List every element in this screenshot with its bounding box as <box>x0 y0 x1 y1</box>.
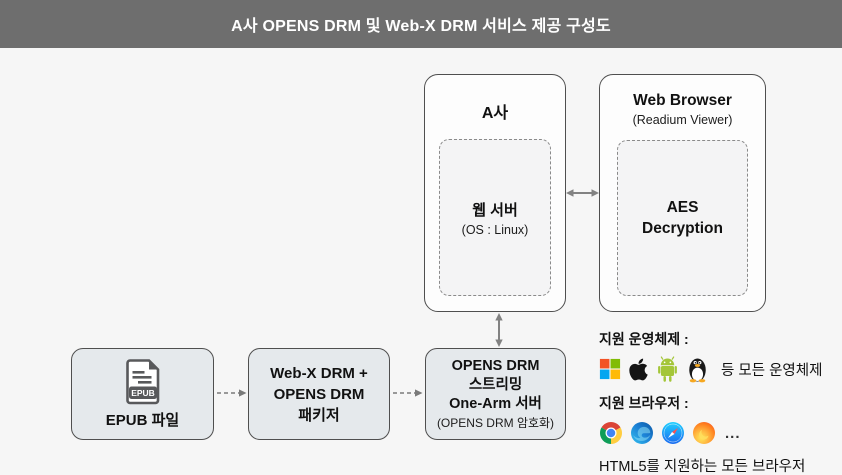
html5-support-text: HTML5를 지원하는 모든 브라우저 <box>599 459 806 475</box>
node-company: A사 웹 서버 (OS : Linux) <box>424 74 566 312</box>
edge-icon <box>631 422 653 444</box>
apple-icon <box>629 358 648 380</box>
aes-line1: AES <box>666 199 699 216</box>
safari-icon <box>662 422 684 444</box>
streaming-line4: (OPENS DRM 암호화) <box>436 415 555 430</box>
arrow-company-streaming <box>495 313 503 347</box>
windows-icon <box>599 358 621 380</box>
web-browser-title: Web Browser <box>633 92 732 109</box>
android-icon <box>658 355 677 382</box>
streaming-line2: 스트리밍 <box>468 376 523 393</box>
arrow-company-browser <box>566 189 599 197</box>
streaming-line3: One-Arm 서버 <box>449 395 542 412</box>
browser-support-label: 지원 브라우저 : <box>599 395 689 411</box>
more-browsers-ellipsis: ... <box>725 424 741 442</box>
epub-badge-label: EPUB <box>131 388 155 398</box>
streaming-line1: OPENS DRM <box>451 357 540 374</box>
browser-icon-row: ... <box>599 419 834 447</box>
arrow-epub-packager <box>217 389 247 397</box>
packager-line3: 패키저 <box>298 406 340 424</box>
web-server-os: (OS : Linux) <box>461 222 529 237</box>
node-aes-decryption: AES Decryption <box>617 140 748 296</box>
packager-line1: Web-X DRM + <box>270 364 368 382</box>
node-packager: Web-X DRM + OPENS DRM 패키저 <box>248 348 390 440</box>
arrow-packager-streaming <box>393 389 423 397</box>
node-epub-file: EPUB EPUB 파일 <box>71 348 214 440</box>
company-title: A사 <box>481 105 509 122</box>
epub-file-label: EPUB 파일 <box>105 411 180 429</box>
linux-tux-icon <box>689 358 706 383</box>
title-bar: A사 OPENS DRM 및 Web-X DRM 서비스 제공 구성도 <box>0 0 842 48</box>
support-info: 지원 운영체제 : <box>599 329 834 475</box>
web-browser-subtitle: (Readium Viewer) <box>632 113 733 127</box>
web-server-title: 웹 서버 <box>472 201 518 219</box>
os-suffix-text: 등 모든 운영체제 <box>721 362 823 379</box>
page-title: A사 OPENS DRM 및 Web-X DRM 서비스 제공 구성도 <box>231 18 611 35</box>
node-web-server: 웹 서버 (OS : Linux) <box>439 139 551 296</box>
epub-file-icon: EPUB <box>125 358 159 404</box>
packager-line2: OPENS DRM <box>273 385 365 403</box>
chrome-icon <box>600 422 622 444</box>
aes-line2: Decryption <box>642 220 723 237</box>
os-icon-row: 등 모든 운영체제 <box>599 355 834 383</box>
node-web-browser: Web Browser (Readium Viewer) AES Decrypt… <box>599 74 766 312</box>
firefox-icon <box>693 422 715 444</box>
node-streaming-server: OPENS DRM 스트리밍 One-Arm 서버 (OPENS DRM 암호화… <box>425 348 566 440</box>
os-support-label: 지원 운영체제 : <box>599 331 689 347</box>
